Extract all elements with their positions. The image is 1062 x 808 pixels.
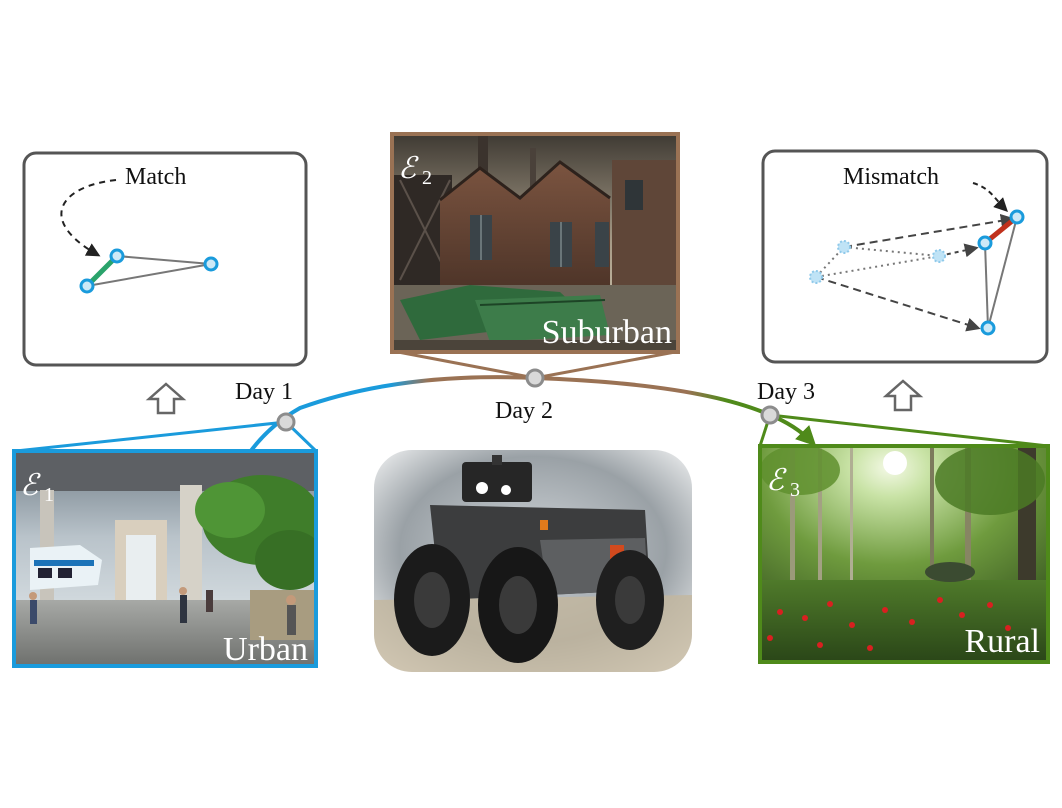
match-edge <box>116 255 212 265</box>
rural-connector <box>769 413 1049 448</box>
suburban-connector <box>534 350 676 380</box>
suburban-label: Suburban <box>542 314 672 351</box>
mismatch-dashed-arrow <box>972 182 1008 212</box>
source-edge <box>815 246 845 278</box>
match-panel-frame <box>22 151 308 367</box>
day1-node <box>276 412 296 432</box>
suburban-frame <box>390 132 680 354</box>
urban-image <box>14 451 316 666</box>
source-edge <box>815 255 940 278</box>
robot-photo <box>374 450 692 672</box>
urban-frame <box>12 449 318 668</box>
up-arrow-icon <box>145 382 187 415</box>
target-edge <box>987 216 1018 329</box>
suburban-env-index: 2 <box>422 167 432 189</box>
graph-node <box>203 256 219 272</box>
correspondence-arrow <box>843 213 1015 248</box>
match-edge <box>86 263 212 287</box>
graph-node <box>1009 209 1025 225</box>
rural-frame <box>758 444 1050 664</box>
suburban-image <box>392 134 678 352</box>
match-panel: Match <box>22 151 308 367</box>
rural-image <box>760 446 1048 662</box>
day1-label: Day 1 <box>235 379 293 405</box>
ghost-node <box>932 249 946 263</box>
rural-label: Rural <box>964 623 1040 660</box>
mismatch-panel-frame <box>761 149 1049 364</box>
day2-label: Day 2 <box>495 398 553 424</box>
ghost-node <box>809 270 823 284</box>
urban-label: Urban <box>223 631 308 668</box>
match-dashed-arrow <box>60 179 117 257</box>
suburban-connector <box>397 350 536 380</box>
rural-env-symbol: ℰ <box>766 464 787 497</box>
urban-env-symbol: ℰ <box>20 469 41 502</box>
graph-node <box>977 235 993 251</box>
graph-node <box>109 248 125 264</box>
ghost-node <box>837 240 851 254</box>
day3-node <box>760 405 780 425</box>
urban-env-index: 1 <box>44 484 54 506</box>
graph-node <box>980 320 996 336</box>
rural-env-index: 3 <box>790 479 800 501</box>
target-edge <box>984 242 989 329</box>
day2-node <box>525 368 545 388</box>
graph-node <box>79 278 95 294</box>
day3-label: Day 3 <box>757 379 815 405</box>
source-edge <box>843 246 940 257</box>
correspondence-arrow <box>938 243 979 258</box>
up-arrow-icon <box>882 379 924 412</box>
match-label: Match <box>125 164 186 190</box>
urban-connector <box>15 420 287 453</box>
mismatch-panel: Mismatch <box>761 149 1049 364</box>
mismatch-label: Mismatch <box>843 164 939 190</box>
suburban-env-symbol: ℰ <box>398 152 419 185</box>
correspondence-arrow <box>815 276 981 332</box>
